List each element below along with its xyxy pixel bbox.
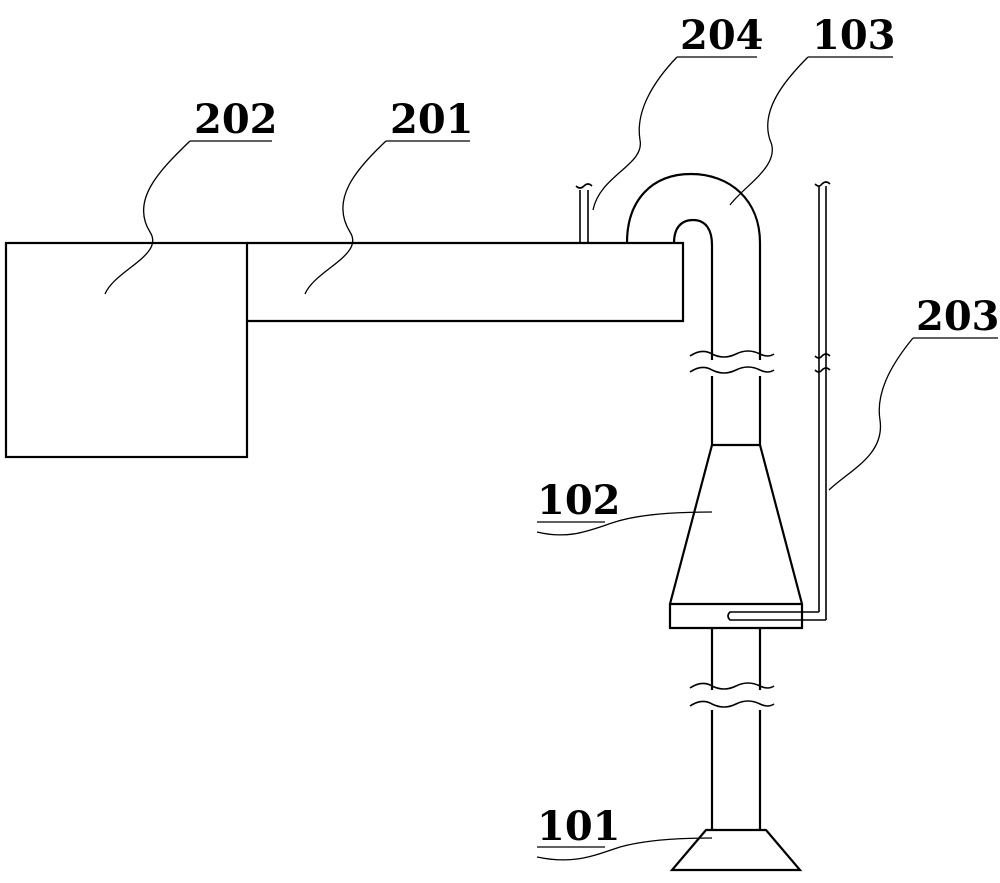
part-103-elbow-pipe	[625, 172, 775, 445]
part-202-box	[4, 241, 249, 459]
label-201: 201	[390, 96, 474, 143]
label-103: 103	[812, 12, 896, 59]
part-204-vent-pipe	[575, 183, 593, 243]
part-203-rod	[727, 181, 831, 621]
part-101-lower-pipe	[669, 628, 803, 872]
label-102: 102	[537, 477, 621, 524]
leader-lines	[104, 56, 998, 861]
label-101: 101	[537, 803, 621, 850]
part-201-duct	[247, 241, 685, 323]
label-204: 204	[680, 12, 764, 59]
label-203: 203	[916, 293, 1000, 340]
label-202: 202	[194, 96, 278, 143]
part-102-cone	[668, 443, 804, 630]
